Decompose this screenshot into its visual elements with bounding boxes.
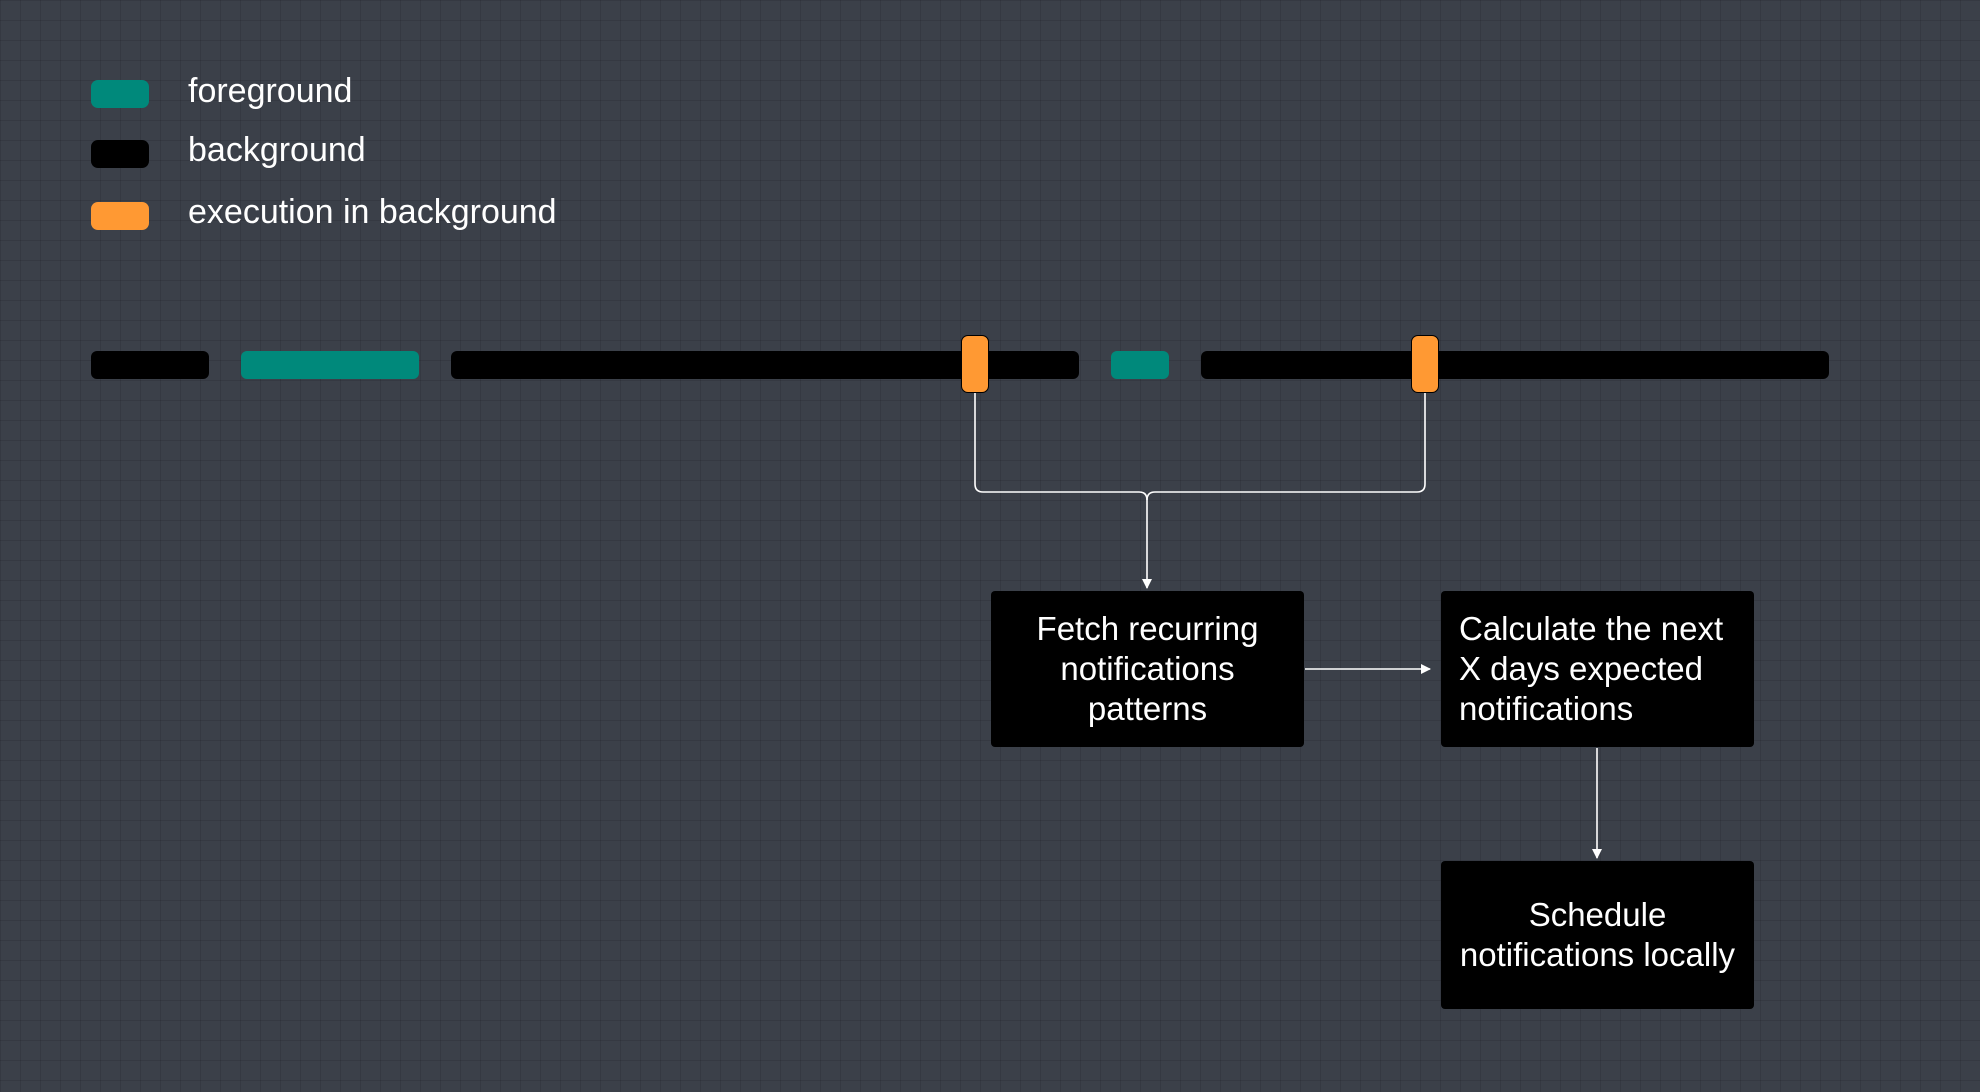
timeline-segment-background xyxy=(91,351,209,379)
timeline-segment-background xyxy=(1201,351,1829,379)
legend-swatch-execution xyxy=(91,202,149,230)
legend-label-background: background xyxy=(188,131,366,169)
fetch-box-line: Fetch recurring xyxy=(1036,610,1259,647)
legend-swatch-background xyxy=(91,140,149,168)
fetch-patterns-box: Fetch recurring notifications patterns xyxy=(991,591,1304,747)
schedule-box-line: notifications locally xyxy=(1459,936,1736,973)
execution-marker xyxy=(1411,335,1439,393)
schedule-notifications-box: Schedule notifications locally xyxy=(1441,861,1754,1009)
fetch-box-line: patterns xyxy=(1087,690,1208,727)
timeline-segment-foreground xyxy=(1111,351,1169,379)
calculate-box-line: X days expected xyxy=(1459,650,1703,687)
legend-label-foreground: foreground xyxy=(188,72,353,110)
calculate-box-line: notifications xyxy=(1459,690,1634,727)
schedule-box-line: Schedule xyxy=(1528,896,1667,933)
legend-label-execution: execution in background xyxy=(188,193,557,231)
execution-marker xyxy=(961,335,989,393)
legend-swatch-foreground xyxy=(91,80,149,108)
timeline-segment-foreground xyxy=(241,351,419,379)
fetch-box-line: notifications xyxy=(1060,650,1235,687)
merge-connector xyxy=(974,393,1426,501)
calculate-notifications-box: Calculate the next X days expected notif… xyxy=(1441,591,1754,747)
calculate-box-line: Calculate the next xyxy=(1459,610,1724,647)
